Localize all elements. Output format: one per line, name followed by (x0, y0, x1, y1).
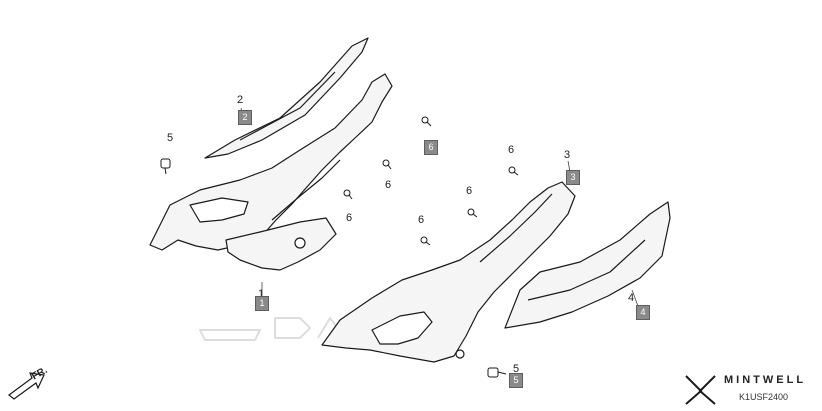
direction-arrow-icon (8, 372, 45, 400)
part-1-rib (271, 159, 341, 221)
badge-5: 5 (509, 373, 523, 388)
part-1-upper-lobe (189, 197, 249, 223)
part-2-inner-edge (239, 71, 336, 141)
fastener-6-a (421, 116, 432, 127)
callout-part-5-upper: 5 (167, 132, 174, 144)
watermark (199, 317, 346, 341)
leader-4 (631, 289, 639, 307)
callout-part-3: 3 (564, 149, 571, 161)
part-1-lower-panel (225, 217, 337, 271)
brand-logo-icon (685, 375, 716, 405)
part-1-grommet (294, 237, 306, 249)
fastener-6-e (467, 208, 478, 218)
fastener-6-c (343, 189, 353, 200)
brand-name: MINTWELL (724, 374, 807, 386)
part-3-right-side-cover (321, 181, 576, 363)
badge-4: 4 (636, 305, 650, 320)
callout-part-6-b: 6 (346, 212, 353, 224)
callout-part-4: 4 (628, 292, 635, 304)
part-3-grommet (455, 349, 465, 359)
badge-2: 2 (238, 110, 252, 125)
badge-1: 1 (255, 296, 269, 311)
drawing-code: K1USF2400 (739, 392, 789, 402)
part-4-lower-panel (504, 201, 671, 329)
part-3-vent-opening (371, 311, 433, 345)
part-4-inner-edge (527, 239, 646, 301)
callout-part-5-lower: 5 (513, 363, 520, 375)
part-3-upper-ridge (479, 193, 553, 263)
fastener-6-d (508, 166, 519, 176)
fastener-5-left (160, 158, 171, 175)
callout-part-1: 1 (258, 288, 265, 300)
callout-part-6-c: 6 (418, 214, 425, 226)
badge-3: 3 (566, 170, 580, 185)
callout-part-2: 2 (237, 94, 244, 106)
fastener-6-b (382, 159, 392, 170)
badge-6: 6 (424, 140, 438, 155)
part-1-left-side-cover (149, 73, 393, 251)
callout-part-6-a: 6 (385, 179, 392, 191)
fastener-6-f (420, 236, 431, 246)
part-2-upper-trim (204, 37, 369, 159)
callout-part-6-d: 6 (508, 144, 515, 156)
callout-part-6-e: 6 (466, 185, 473, 197)
fastener-5-right (487, 367, 507, 378)
